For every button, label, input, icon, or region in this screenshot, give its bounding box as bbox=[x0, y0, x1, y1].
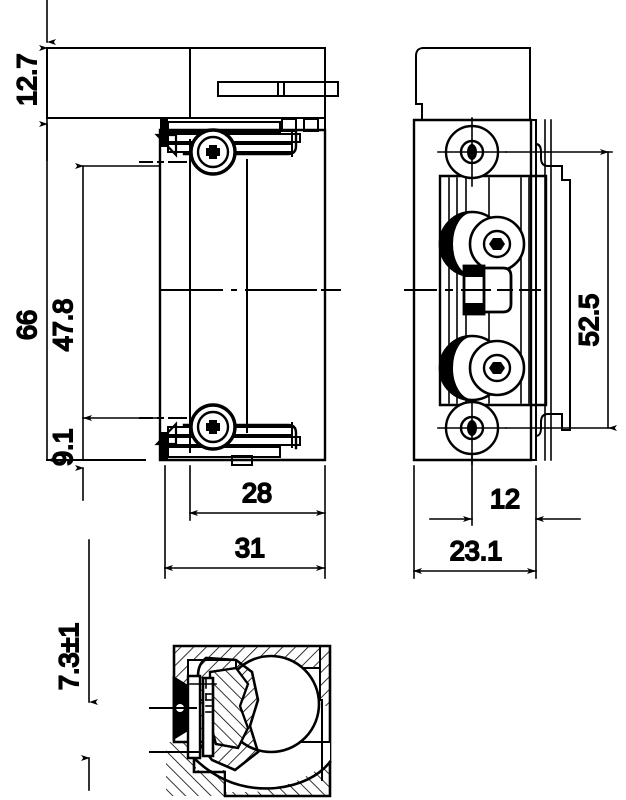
slide-block bbox=[186, 674, 215, 760]
dim-7-3: 7.3±1 bbox=[53, 539, 98, 791]
dim-9-1-label: 9.1 bbox=[48, 428, 78, 466]
dim-12: 12 bbox=[429, 454, 581, 579]
dim-12-7-label: 12.7 bbox=[12, 53, 42, 106]
cam-lower bbox=[438, 334, 526, 402]
dim-7-3-label: 7.3±1 bbox=[54, 623, 84, 690]
mounting-hole-top bbox=[437, 117, 549, 187]
dimension-set-front: 12.7 66 47.8 9.1 28 bbox=[11, 0, 326, 579]
dim-47-8: 47.8 bbox=[47, 163, 161, 421]
screw-top-icon bbox=[189, 128, 237, 176]
screw-bottom-icon bbox=[189, 403, 237, 451]
dim-31: 31 bbox=[164, 465, 326, 579]
dimension-set-side: 52.5 12 23.1 bbox=[413, 149, 617, 579]
side-view bbox=[404, 46, 571, 465]
faceplate-top bbox=[46, 47, 339, 119]
dim-47-8-label: 47.8 bbox=[48, 299, 78, 352]
dim-12-label: 12 bbox=[490, 484, 520, 514]
dimension-set-section: 7.3±1 bbox=[53, 539, 98, 791]
cam-upper bbox=[438, 210, 526, 278]
dim-23-1-label: 23.1 bbox=[450, 536, 503, 566]
dim-31-label: 31 bbox=[235, 533, 265, 563]
section-detail-view bbox=[149, 644, 332, 798]
section-right-edge bbox=[319, 645, 323, 781]
strike-body bbox=[158, 128, 327, 462]
dim-28-label: 28 bbox=[242, 478, 272, 508]
dim-52-5-label: 52.5 bbox=[574, 294, 604, 347]
dim-23-1: 23.1 bbox=[413, 465, 537, 579]
side-top-tab bbox=[415, 46, 531, 121]
top-mechanism bbox=[154, 118, 319, 158]
section-centerlines bbox=[149, 677, 217, 753]
mounting-hole-bottom bbox=[437, 393, 549, 465]
bottom-mechanism bbox=[154, 421, 301, 466]
dim-66-label: 66 bbox=[12, 310, 42, 340]
front-view bbox=[46, 47, 341, 466]
dim-28: 28 bbox=[189, 465, 326, 521]
dim-52-5: 52.5 bbox=[547, 149, 617, 431]
dim-66: 66 bbox=[11, 45, 56, 463]
pawl-curve bbox=[194, 758, 332, 790]
dim-9-1: 9.1 bbox=[47, 417, 84, 501]
